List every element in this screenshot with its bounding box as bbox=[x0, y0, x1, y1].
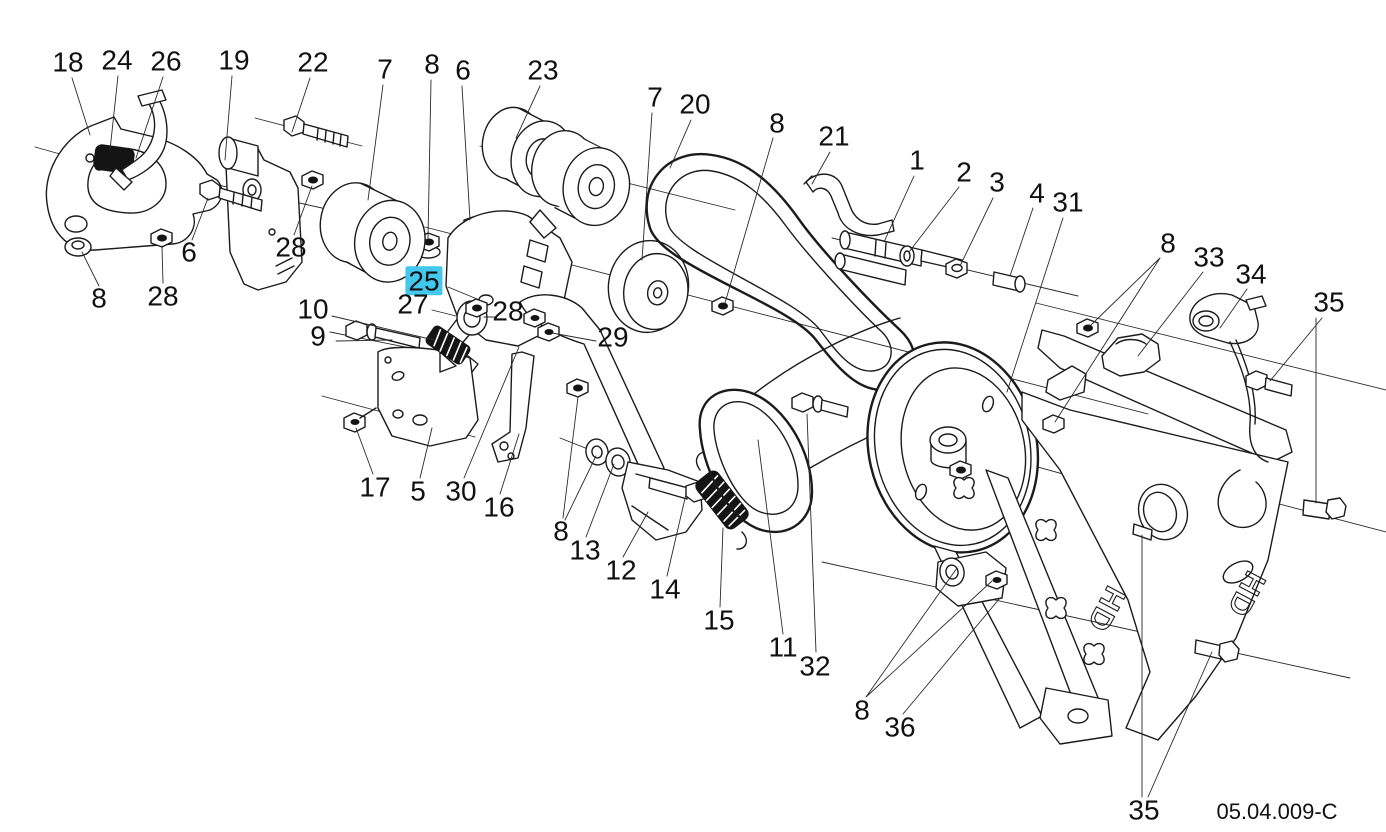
part-callout-28[interactable]: 28 bbox=[275, 231, 307, 263]
part-callout-8[interactable]: 8 bbox=[553, 515, 569, 547]
part-callout-7[interactable]: 7 bbox=[377, 53, 393, 85]
part-callout-20[interactable]: 20 bbox=[679, 88, 711, 120]
part-bolt-17 bbox=[343, 407, 377, 433]
part-callout-17[interactable]: 17 bbox=[359, 471, 391, 503]
part-callout-2[interactable]: 2 bbox=[956, 156, 972, 188]
part-bracket-19 bbox=[218, 136, 303, 291]
part-callout-11[interactable]: 11 bbox=[768, 631, 798, 663]
part-nut-8-frame bbox=[1042, 318, 1099, 434]
part-callout-19[interactable]: 19 bbox=[218, 44, 250, 76]
part-rod-26 bbox=[109, 89, 168, 191]
part-callout-8[interactable]: 8 bbox=[769, 107, 785, 139]
part-spring-10 bbox=[425, 325, 471, 365]
part-callout-16[interactable]: 16 bbox=[483, 491, 515, 523]
part-bolt-6-left bbox=[199, 179, 263, 212]
part-rod-21 bbox=[803, 173, 895, 237]
part-nut-8-center bbox=[566, 378, 589, 398]
part-spring-15-hooks bbox=[695, 451, 747, 550]
part-bracket-12 bbox=[621, 461, 703, 541]
part-cable-clips bbox=[953, 476, 1105, 666]
part-callout-31[interactable]: 31 bbox=[1052, 186, 1084, 218]
part-bracket-34 bbox=[1189, 293, 1269, 529]
part-callout-10[interactable]: 10 bbox=[297, 293, 329, 325]
part-nut-8-belt bbox=[711, 296, 734, 316]
part-washer-8-left bbox=[64, 237, 92, 257]
part-callout-8[interactable]: 8 bbox=[854, 694, 870, 726]
part-callout-26[interactable]: 26 bbox=[150, 45, 182, 77]
part-callout-32[interactable]: 32 bbox=[799, 650, 831, 682]
part-callout-34[interactable]: 34 bbox=[1235, 258, 1267, 290]
part-pulley-7-left bbox=[319, 182, 426, 283]
part-callout-3[interactable]: 3 bbox=[989, 166, 1005, 198]
part-callout-18[interactable]: 18 bbox=[52, 46, 84, 78]
part-callout-30[interactable]: 30 bbox=[445, 475, 477, 507]
part-callout-22[interactable]: 22 bbox=[297, 46, 329, 78]
part-callout-24[interactable]: 24 bbox=[101, 44, 133, 76]
part-nut-28-upper bbox=[301, 170, 324, 190]
part-callout-35[interactable]: 35 bbox=[1128, 794, 1160, 826]
part-callout-12[interactable]: 12 bbox=[605, 554, 637, 586]
part-nut-3 bbox=[945, 258, 968, 279]
part-bolt-35-bottom bbox=[1194, 639, 1240, 663]
part-bolt-35-top bbox=[1245, 370, 1293, 397]
part-clamp-33 bbox=[1045, 333, 1161, 401]
part-callout-33[interactable]: 33 bbox=[1193, 241, 1225, 273]
part-callout-28[interactable]: 28 bbox=[147, 280, 179, 312]
part-pivot-hub-27 bbox=[456, 294, 494, 336]
part-callout-27[interactable]: 27 bbox=[397, 288, 429, 320]
part-callout-21[interactable]: 21 bbox=[818, 120, 850, 152]
part-callout-8[interactable]: 8 bbox=[424, 48, 440, 80]
part-callout-13[interactable]: 13 bbox=[569, 534, 601, 566]
part-callout-8[interactable]: 8 bbox=[91, 282, 107, 314]
part-callout-1[interactable]: 1 bbox=[909, 144, 925, 176]
part-callout-5[interactable]: 5 bbox=[410, 475, 426, 507]
part-callout-14[interactable]: 14 bbox=[649, 573, 681, 605]
part-pulley-23 bbox=[481, 106, 631, 227]
part-bolt-32 bbox=[791, 392, 849, 418]
part-callout-7[interactable]: 7 bbox=[647, 81, 663, 113]
part-callout-36[interactable]: 36 bbox=[884, 711, 916, 743]
part-callout-35[interactable]: 35 bbox=[1313, 286, 1345, 318]
part-bolt-9 bbox=[345, 320, 421, 349]
drawing-number: 05.04.009-C bbox=[1216, 799, 1338, 824]
part-callout-28[interactable]: 28 bbox=[492, 295, 524, 327]
part-pin-4 bbox=[992, 271, 1026, 293]
part-lever-29 bbox=[519, 294, 665, 483]
part-callout-23[interactable]: 23 bbox=[527, 54, 559, 86]
part-bracket-36 bbox=[935, 551, 1008, 607]
part-callout-8[interactable]: 8 bbox=[1160, 227, 1176, 259]
part-spring-10-hook bbox=[467, 355, 479, 373]
part-callout-25-highlighted[interactable]: 25 bbox=[405, 266, 443, 296]
part-nut-28-left bbox=[150, 228, 173, 248]
part-callout-6[interactable]: 6 bbox=[181, 236, 197, 268]
part-callout-6[interactable]: 6 bbox=[455, 54, 471, 86]
part-callout-4[interactable]: 4 bbox=[1029, 177, 1045, 209]
part-strap-16 bbox=[491, 351, 535, 463]
part-callout-15[interactable]: 15 bbox=[703, 604, 735, 636]
part-callout-29[interactable]: 29 bbox=[597, 321, 629, 353]
part-callout-9[interactable]: 9 bbox=[310, 320, 326, 352]
part-rubber-pad-24 bbox=[93, 144, 135, 174]
part-belt-20 bbox=[645, 152, 917, 392]
part-pulley-7-middle bbox=[607, 239, 690, 334]
part-bolt-35-mid bbox=[1302, 497, 1347, 520]
leader-lines bbox=[71, 75, 1323, 798]
part-washer-2 bbox=[899, 245, 915, 267]
